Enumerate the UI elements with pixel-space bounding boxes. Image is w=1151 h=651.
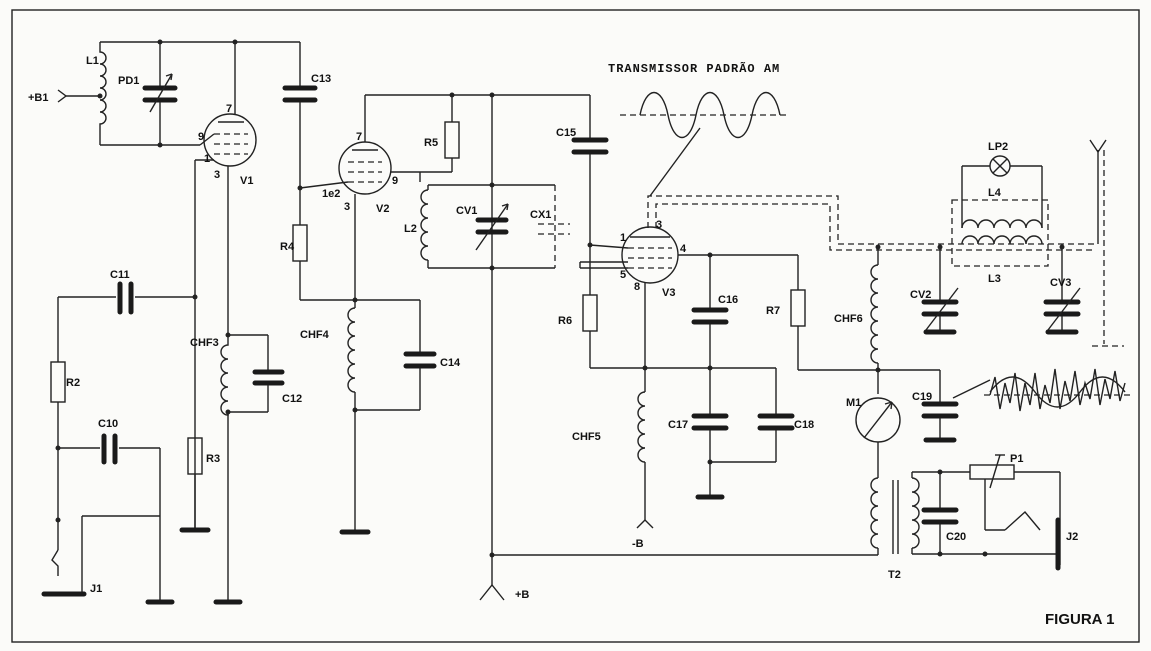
modulation-envelope [989, 376, 1126, 408]
t2-primary [870, 477, 879, 549]
chf5-choke [637, 391, 646, 463]
v3-plate-shielded-lead [647, 195, 1095, 245]
pin-v3-8: 8 [634, 281, 640, 293]
label-c16: C16 [718, 294, 738, 306]
pin-v3-5: 5 [620, 269, 626, 281]
stage-v3 [571, 95, 1095, 529]
label-plus-b: +B [515, 589, 529, 601]
label-l4: L4 [988, 187, 1002, 199]
pin-v2-7: 7 [356, 131, 362, 143]
plus-b-arrow [479, 583, 505, 601]
label-r5: R5 [424, 137, 438, 149]
label-m1: M1 [846, 397, 861, 409]
label-v2: V2 [376, 203, 389, 215]
label-c11: C11 [110, 269, 130, 281]
label-chf5: CHF5 [572, 431, 601, 443]
waveforms [620, 92, 1130, 412]
diagram-title: TRANSMISSOR PADRÃO AM [608, 61, 780, 76]
pin-v2-1e2: 1e2 [322, 188, 340, 200]
minus-b-arrow [636, 519, 654, 529]
label-chf4: CHF4 [300, 329, 330, 341]
label-c13: C13 [311, 73, 331, 85]
label-l3: L3 [988, 273, 1001, 285]
diagram-frame [11, 9, 1140, 643]
pin-v2-9: 9 [392, 175, 398, 187]
v1-tube [203, 113, 257, 167]
l3-coil [961, 235, 1043, 245]
l3-l4-coil-box [951, 199, 1049, 267]
v3-tube [621, 226, 679, 284]
pin-v1-1: 1 [204, 153, 210, 165]
r5-resistor [444, 121, 460, 159]
pin-v1-3: 3 [214, 169, 220, 181]
pin-v3-3: 3 [656, 219, 662, 231]
chf6-choke [870, 264, 879, 364]
label-c10: C10 [98, 418, 118, 430]
t2-secondary [911, 477, 920, 549]
label-chf6: CHF6 [834, 313, 863, 325]
label-pd1: PD1 [118, 75, 139, 87]
label-l1: L1 [86, 55, 99, 67]
label-chf3: CHF3 [190, 337, 219, 349]
label-lp2: LP2 [988, 141, 1008, 153]
r2-resistor [50, 361, 66, 403]
label-v1: V1 [240, 175, 253, 187]
label-plus-b1: +B1 [28, 92, 49, 104]
label-r4: R4 [280, 241, 295, 253]
label-l2: L2 [404, 223, 417, 235]
label-c12: C12 [282, 393, 302, 405]
pin-v1-7: 7 [226, 103, 232, 115]
carrier-waveform [639, 92, 781, 138]
label-j2: J2 [1066, 531, 1078, 543]
label-p1: P1 [1010, 453, 1023, 465]
lp2-lamp [989, 155, 1011, 177]
label-r2: R2 [66, 377, 80, 389]
label-cx1: CX1 [530, 209, 551, 221]
p1-potentiometer [969, 464, 1015, 480]
label-r3: R3 [206, 453, 220, 465]
l4-coil [961, 219, 1043, 229]
pin-v1-9: 9 [198, 131, 204, 143]
r4-resistor [292, 224, 308, 262]
b1-input-arrow [57, 89, 68, 103]
label-cv3: CV3 [1050, 277, 1071, 289]
label-t2: T2 [888, 569, 901, 581]
pin-v2-3: 3 [344, 201, 350, 213]
label-c19: C19 [912, 391, 932, 403]
label-v3: V3 [662, 287, 675, 299]
label-c15: C15 [556, 127, 576, 139]
l1-coil [99, 42, 107, 145]
am-modulated-waveform [989, 368, 1126, 412]
pin-v3-4: 4 [680, 243, 687, 255]
label-cv1: CV1 [456, 205, 477, 217]
figure-label: FIGURA 1 [1045, 611, 1114, 628]
chf3-choke [220, 335, 229, 416]
pin-v3-1: 1 [620, 232, 626, 244]
label-c14: C14 [440, 357, 461, 369]
label-c18: C18 [794, 419, 814, 431]
label-c17: C17 [668, 419, 688, 431]
r6-resistor [582, 294, 598, 332]
l2-coil [420, 189, 429, 261]
label-c20: C20 [946, 531, 966, 543]
chf4-choke [347, 307, 356, 393]
label-cv2: CV2 [910, 289, 931, 301]
label-r6: R6 [558, 315, 572, 327]
label-j1: J1 [90, 583, 102, 595]
stage-output [870, 139, 1124, 571]
r7-resistor [790, 289, 806, 327]
stage-v1 [41, 39, 318, 605]
label-minus-b: -B [632, 538, 644, 550]
label-r7: R7 [766, 305, 780, 317]
stage-v2 [292, 92, 878, 601]
